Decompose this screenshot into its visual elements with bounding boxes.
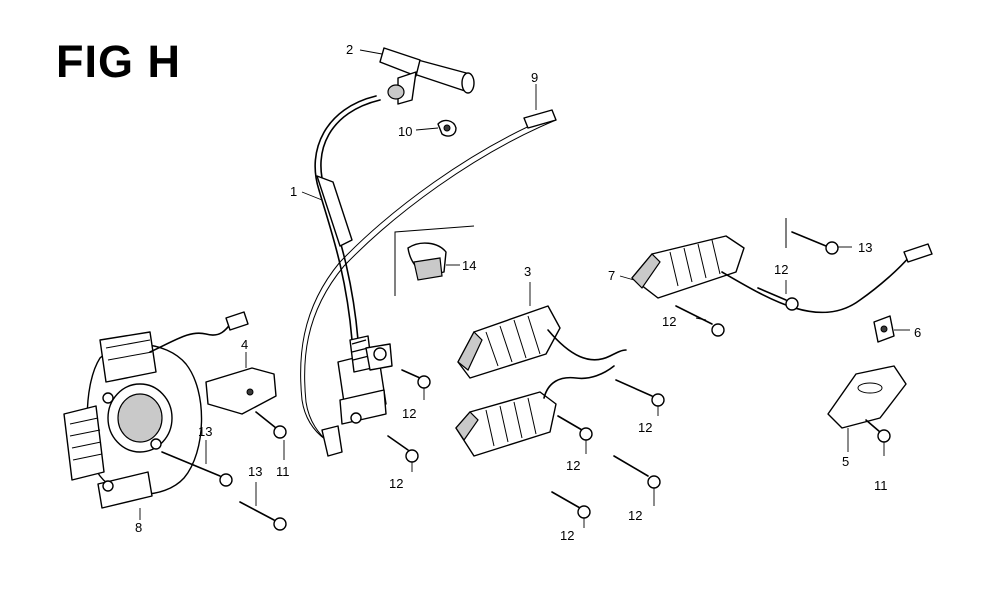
exciter-coil-upper bbox=[457, 282, 627, 379]
callout-12-exciter-upper: 12 bbox=[638, 420, 652, 435]
callout-3: 3 bbox=[524, 264, 531, 279]
exciter-coil-lower bbox=[455, 365, 615, 457]
callout-11-right: 11 bbox=[874, 478, 888, 493]
bolt-12g bbox=[675, 305, 725, 337]
callout-11-left: 11 bbox=[276, 464, 290, 479]
wire-bracket bbox=[205, 352, 277, 415]
bolt-12d bbox=[557, 415, 593, 454]
stator-assembly bbox=[63, 311, 249, 520]
mounting-plate bbox=[827, 365, 907, 452]
figure-title: FIG H bbox=[56, 36, 181, 87]
callout-12-ign-lower: 12 bbox=[389, 476, 403, 491]
spark-plug-cap bbox=[359, 47, 475, 105]
callout-7: 7 bbox=[608, 268, 615, 283]
bolt-11-left bbox=[255, 411, 287, 460]
flange-bolts bbox=[161, 218, 891, 531]
callout-12-exciter-mid: 12 bbox=[566, 458, 580, 473]
bolt-12a bbox=[401, 369, 431, 400]
charge-coil bbox=[619, 235, 933, 314]
rubber-grommet bbox=[873, 315, 910, 343]
callout-2: 2 bbox=[346, 42, 353, 57]
callout-12-ign-upper: 12 bbox=[402, 406, 416, 421]
bolt-12c bbox=[615, 379, 665, 416]
bolt-13b bbox=[239, 482, 287, 531]
bolt-12h bbox=[757, 280, 799, 311]
bolt-11-right bbox=[865, 419, 891, 456]
lead-wire bbox=[300, 84, 557, 457]
callout-12-coil-right: 12 bbox=[774, 262, 788, 277]
callout-6: 6 bbox=[914, 325, 921, 340]
callout-14: 14 bbox=[462, 258, 476, 273]
bolt-13-right bbox=[785, 218, 852, 255]
callout-12-bottom: 12 bbox=[560, 528, 574, 543]
ignition-coil bbox=[337, 335, 393, 425]
callout-1: 1 bbox=[290, 184, 297, 199]
callout-8: 8 bbox=[135, 520, 142, 535]
bolt-12e bbox=[613, 455, 661, 506]
bolt-13a bbox=[161, 440, 233, 487]
callout-9: 9 bbox=[531, 70, 538, 85]
callout-13b: 13 bbox=[248, 464, 262, 479]
bolt-12b bbox=[387, 435, 419, 472]
high-tension-wire bbox=[301, 95, 381, 341]
callout-13a: 13 bbox=[198, 424, 212, 439]
callout-labels: 2 9 10 1 14 3 7 13 12 12 6 4 12 12 13 11… bbox=[135, 42, 921, 543]
cord-clamp bbox=[394, 225, 475, 296]
wire-clip bbox=[415, 119, 457, 137]
callout-13-right: 13 bbox=[858, 240, 872, 255]
callout-5: 5 bbox=[842, 454, 849, 469]
callout-10: 10 bbox=[398, 124, 412, 139]
callout-12-coil-left: 12 bbox=[662, 314, 676, 329]
callout-4: 4 bbox=[241, 337, 248, 352]
callout-12-exciter-lower: 12 bbox=[628, 508, 642, 523]
bolt-12f bbox=[551, 491, 591, 528]
